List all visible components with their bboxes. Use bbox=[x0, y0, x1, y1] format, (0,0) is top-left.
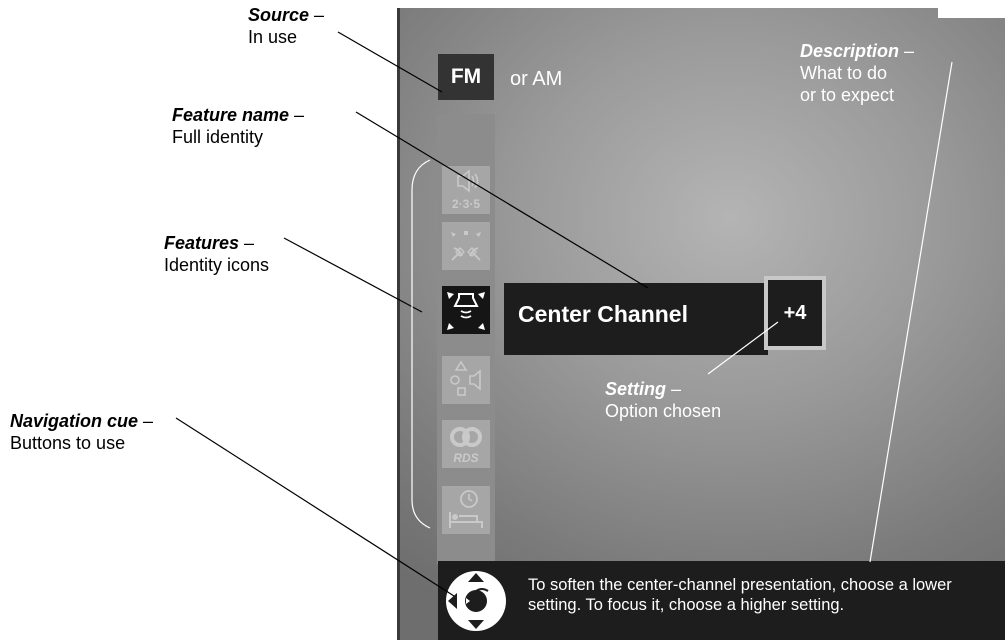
label-description-sub1: What to do bbox=[800, 63, 888, 83]
label-setting: Setting – Option chosen bbox=[605, 378, 721, 422]
icon-235-text: 2·3·5 bbox=[452, 197, 480, 211]
feature-name-leader-line bbox=[355, 111, 649, 289]
label-description-title: Description bbox=[800, 41, 900, 61]
features-leader-line bbox=[283, 237, 423, 313]
label-source-sub: In use bbox=[248, 27, 298, 47]
surround-speakers-icon[interactable] bbox=[442, 222, 490, 270]
label-setting-sub: Option chosen bbox=[605, 401, 722, 421]
label-features-title: Features bbox=[164, 233, 240, 253]
label-features: Features – Identity icons bbox=[164, 232, 269, 276]
feature-name: Center Channel bbox=[518, 301, 688, 327]
description-text: To soften the center-channel presentatio… bbox=[528, 576, 952, 614]
speaker-setup-icon[interactable] bbox=[442, 356, 490, 404]
rds-icon[interactable]: RDS bbox=[442, 420, 490, 468]
label-feature-name: Feature name – Full identity bbox=[172, 104, 304, 148]
label-description: Description – What to do or to expect bbox=[800, 40, 914, 106]
sleep-timer-icon[interactable] bbox=[442, 486, 490, 534]
source-alternate: or AM bbox=[510, 68, 563, 90]
screen-top-notch bbox=[938, 8, 1005, 18]
description-bar: To soften the center-channel presentatio… bbox=[438, 561, 1005, 640]
label-source: Source – In use bbox=[248, 4, 324, 48]
label-description-dash: – bbox=[899, 41, 915, 61]
label-features-sub: Identity icons bbox=[164, 255, 270, 275]
label-feature-name-title: Feature name bbox=[172, 105, 290, 125]
setting-leader-line bbox=[707, 321, 779, 375]
label-source-dash: – bbox=[309, 5, 325, 25]
label-navigation-title: Navigation cue bbox=[10, 411, 139, 431]
label-description-sub2: or to expect bbox=[800, 85, 895, 105]
display-screen: FM or AM 2·3·5 bbox=[397, 8, 1005, 640]
speaker-mode-2-3-5-icon[interactable]: 2·3·5 bbox=[442, 166, 490, 214]
feature-name-bar: Center Channel bbox=[504, 283, 768, 355]
icon-rds-text: RDS bbox=[453, 451, 478, 465]
label-features-dash: – bbox=[239, 233, 255, 253]
label-setting-title: Setting bbox=[605, 379, 666, 399]
center-channel-icon[interactable] bbox=[442, 286, 490, 334]
label-navigation-sub: Buttons to use bbox=[10, 433, 126, 453]
features-bracket bbox=[411, 159, 431, 529]
setting-value-box[interactable]: +4 bbox=[764, 276, 826, 350]
label-navigation-dash: – bbox=[138, 411, 154, 431]
description-leader-line bbox=[869, 61, 953, 563]
label-feature-name-dash: – bbox=[289, 105, 305, 125]
label-setting-dash: – bbox=[666, 379, 682, 399]
label-source-title: Source bbox=[248, 5, 310, 25]
source-box: FM bbox=[438, 54, 494, 100]
label-navigation: Navigation cue – Buttons to use bbox=[10, 410, 153, 454]
label-feature-name-sub: Full identity bbox=[172, 127, 264, 147]
source-leader-line bbox=[337, 31, 443, 93]
navigation-leader-line bbox=[175, 417, 455, 597]
navigation-cue-icon[interactable] bbox=[444, 569, 508, 633]
